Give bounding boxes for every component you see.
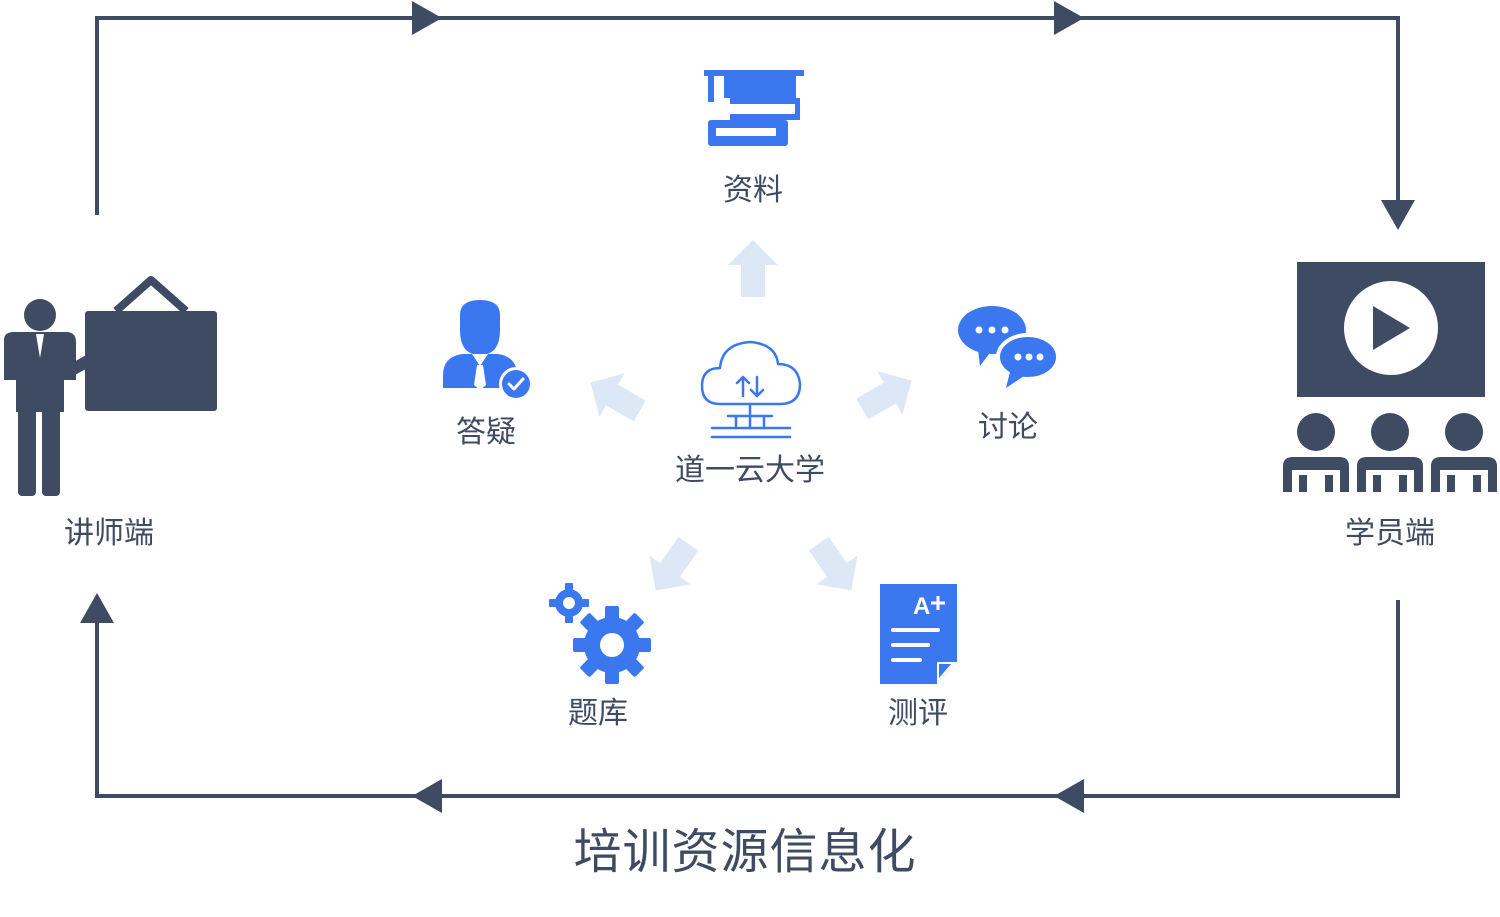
assessment-label: 测评 — [888, 696, 948, 731]
books-icon — [704, 70, 804, 146]
discussion-label: 讨论 — [978, 410, 1038, 445]
student-end-label: 学员端 — [1345, 516, 1435, 551]
arrow-up — [728, 240, 778, 297]
cycle-lines — [95, 16, 1400, 798]
teacher-end-label: 讲师端 — [64, 516, 154, 551]
assessment-doc-icon: A — [880, 584, 957, 684]
bottom-arrowhead-2 — [412, 779, 442, 813]
module-arrows — [590, 240, 912, 591]
materials-label: 资料 — [723, 173, 783, 208]
arrow-downleft — [649, 536, 699, 591]
svg-text:A: A — [913, 593, 930, 620]
qa-label: 答疑 — [456, 415, 516, 450]
chat-icon — [958, 306, 1060, 388]
arrow-upright — [856, 371, 912, 420]
cycle-arrowheads — [80, 1, 1415, 813]
arrow-downright — [808, 536, 858, 591]
center-label: 道一云大学 — [675, 453, 825, 488]
student-icon — [1283, 262, 1497, 492]
bottom-arrowhead-1 — [1054, 779, 1084, 813]
qa-person-icon — [443, 300, 533, 401]
question-bank-label: 题库 — [568, 696, 628, 731]
gears-icon — [549, 583, 651, 684]
top-arrowhead-2 — [1054, 1, 1084, 35]
right-down-arrowhead — [1381, 200, 1415, 230]
top-flow-line — [95, 16, 1400, 215]
arrow-upleft — [590, 373, 646, 422]
cloud-icon — [700, 340, 802, 439]
top-arrowhead-1 — [412, 1, 442, 35]
teacher-icon — [4, 276, 217, 496]
diagram-caption: 培训资源信息化 — [573, 824, 917, 880]
left-up-arrowhead — [80, 593, 114, 623]
bottom-flow-line — [95, 600, 1400, 798]
